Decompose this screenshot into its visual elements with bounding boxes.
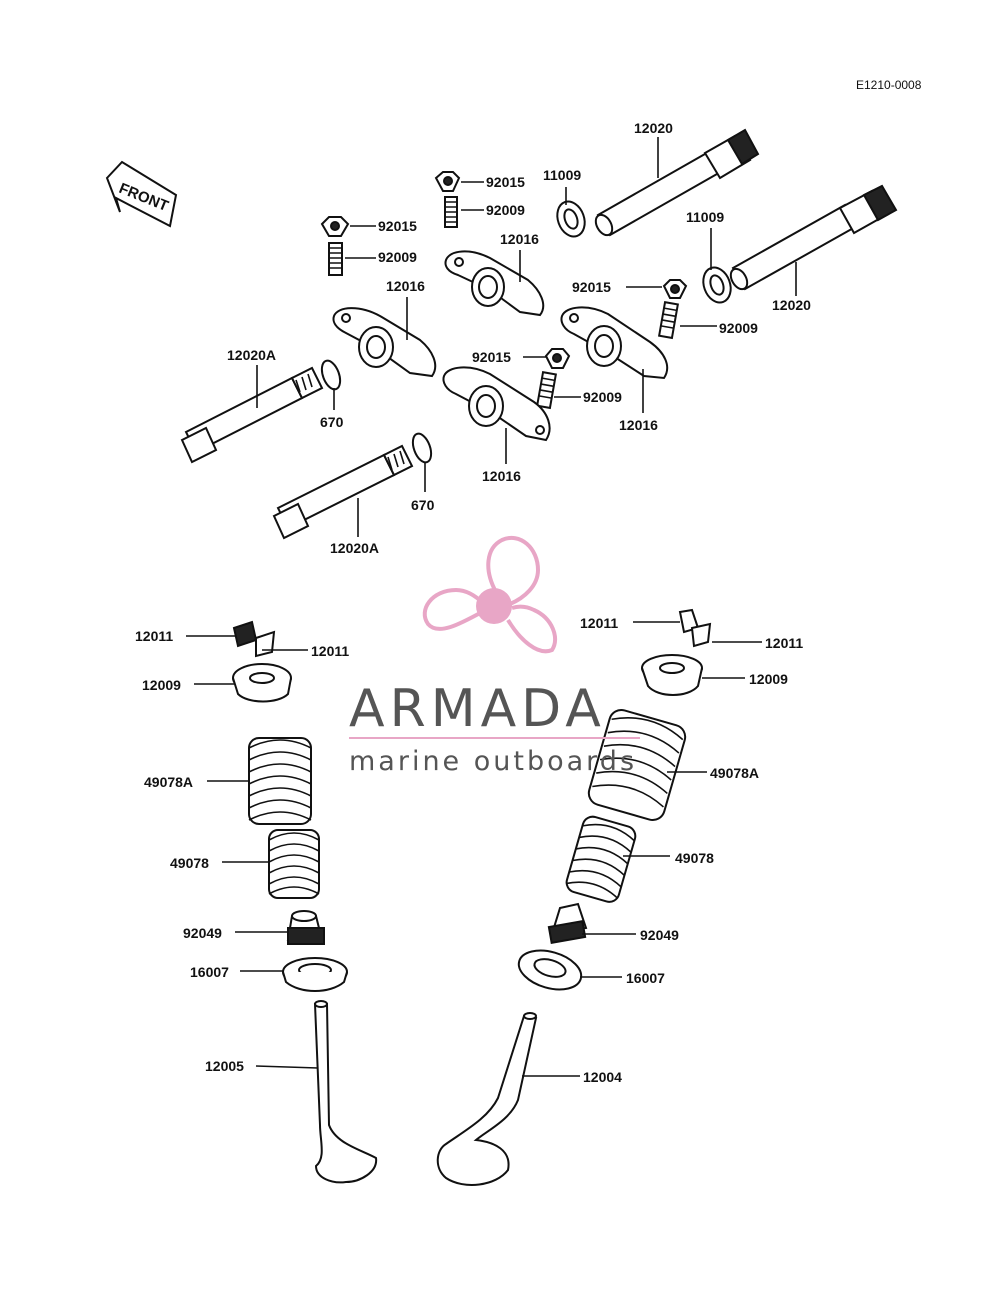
label-92009-a: 92009 (486, 202, 525, 218)
label-12020A-b: 12020A (330, 540, 379, 556)
valve-12005 (313, 1000, 378, 1184)
rocker-shaft-12020-top (594, 128, 760, 237)
watermark: ARMADA marine outboards (349, 536, 640, 777)
rocker-shaft-12020A-b (272, 444, 414, 540)
spring-49078A-left (248, 737, 312, 825)
washer-11009-b (702, 266, 732, 304)
o-ring-670-a (320, 359, 342, 391)
seat-16007-right (517, 949, 583, 991)
rocker-shaft-12020-right (729, 184, 898, 291)
label-12016-d: 12016 (482, 468, 521, 484)
label-92049-a: 92049 (183, 925, 222, 941)
watermark-tagline: marine outboards (349, 746, 637, 777)
stem-seal-92049-right (547, 902, 588, 944)
propeller-logo-icon (422, 536, 558, 654)
rocker-arm-12016-c (560, 306, 669, 380)
watermark-brand: ARMADA (349, 679, 606, 739)
rocker-arm-12016-a (444, 250, 545, 317)
retainer-12009-right (641, 654, 703, 696)
nut-92015-b (320, 216, 350, 237)
label-12016-c: 12016 (619, 417, 658, 433)
label-12016-a: 12016 (500, 231, 539, 247)
label-92015-b: 92015 (378, 218, 417, 234)
adjuster-92009-d (535, 371, 558, 410)
label-12009-a: 12009 (142, 677, 181, 693)
label-12004: 12004 (583, 1069, 622, 1085)
o-ring-670-b (411, 432, 433, 464)
label-12009-b: 12009 (749, 671, 788, 687)
label-49078-b: 49078 (675, 850, 714, 866)
label-670-b: 670 (411, 497, 435, 513)
label-11009-b: 11009 (686, 209, 724, 225)
spring-49078-left (268, 829, 320, 899)
label-11009-a: 11009 (543, 167, 581, 183)
label-12011-c: 12011 (580, 615, 618, 631)
label-12011-d: 12011 (765, 635, 803, 651)
label-92009-c: 92009 (719, 320, 758, 336)
label-49078A-b: 49078A (710, 765, 759, 781)
label-12020-right: 12020 (772, 297, 811, 313)
rocker-arm-12016-d (442, 366, 551, 442)
label-92015-a: 92015 (486, 174, 525, 190)
adjuster-92009-c (657, 301, 680, 340)
label-49078-a: 49078 (170, 855, 209, 871)
stem-seal-92049-left (286, 910, 325, 945)
label-12016-b: 12016 (386, 278, 425, 294)
label-16007-a: 16007 (190, 964, 229, 980)
label-16007-b: 16007 (626, 970, 665, 986)
diagram-code: E1210-0008 (856, 78, 922, 92)
collet-12011-left (232, 620, 276, 658)
label-92009-d: 92009 (583, 389, 622, 405)
front-arrow-icon: FRONT (105, 160, 178, 228)
valve-12004 (436, 1012, 538, 1186)
spring-49078-right (565, 815, 637, 903)
label-12011-a: 12011 (135, 628, 173, 644)
adjuster-92009-a (444, 196, 458, 228)
nut-92015-c (662, 279, 688, 299)
rocker-shaft-12020A-a (180, 366, 324, 464)
adjuster-92009-b (328, 242, 343, 276)
nut-92015-d (544, 348, 571, 369)
label-12020A-a: 12020A (227, 347, 276, 363)
seat-16007-left (282, 957, 348, 992)
label-92009-b: 92009 (378, 249, 417, 265)
leader-lines (186, 137, 797, 1077)
label-92015-c: 92015 (572, 279, 611, 295)
label-12005: 12005 (205, 1058, 244, 1074)
retainer-12009-left (232, 663, 292, 703)
label-12020-top: 12020 (634, 120, 673, 136)
label-49078A-a: 49078A (144, 774, 193, 790)
collet-12011-right (678, 608, 712, 648)
rocker-arm-12016-b (332, 307, 437, 378)
label-92049-b: 92049 (640, 927, 679, 943)
washer-11009-a (556, 200, 586, 238)
part-labels: 12020 12020 11009 11009 92015 92009 9201… (135, 120, 811, 1085)
nut-92015-a (434, 171, 461, 192)
label-92015-d: 92015 (472, 349, 511, 365)
label-670-a: 670 (320, 414, 344, 430)
label-12011-b: 12011 (311, 643, 349, 659)
